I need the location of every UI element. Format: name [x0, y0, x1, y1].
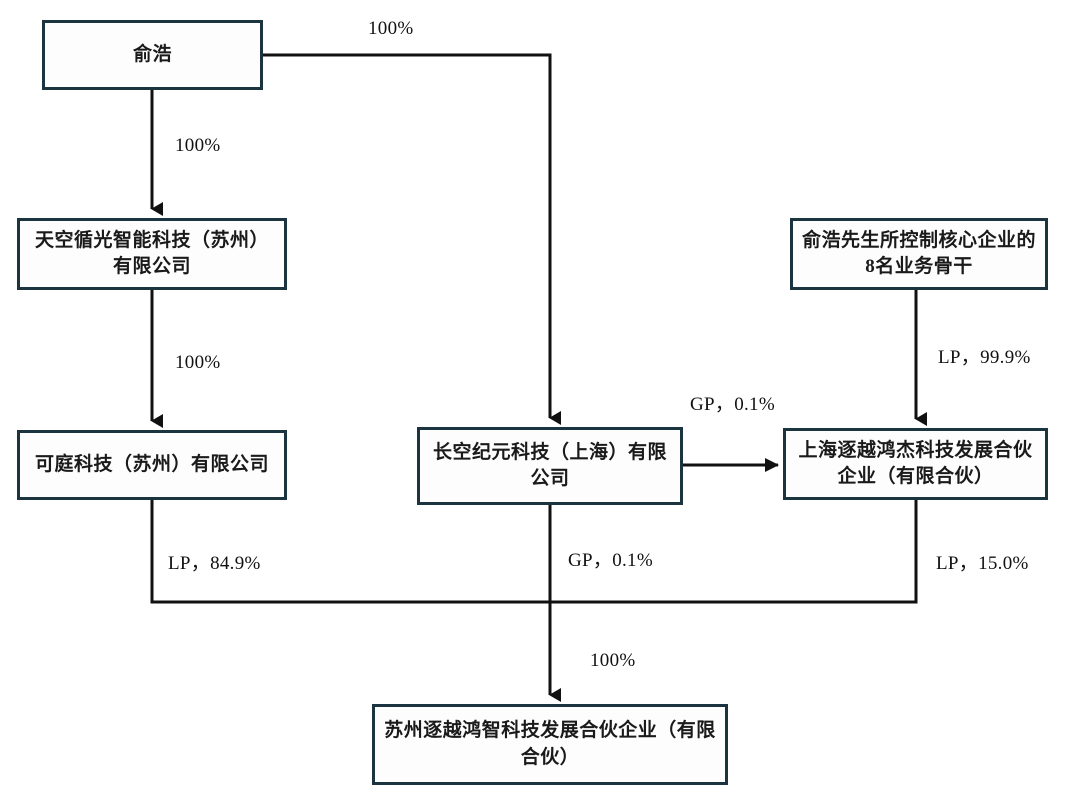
edge-label-keting-to-suzhou: LP，84.9% [168, 553, 261, 574]
edge-label-junction-to-suzhou: 100% [590, 650, 636, 671]
node-label-changkong-jiyuan: 长空纪元科技（上海）有限公司 [432, 441, 667, 489]
node-yuhao[interactable]: 俞浩 [42, 20, 263, 90]
node-tiankong-xunguang[interactable]: 天空循光智能科技（苏州）有限公司 [17, 218, 287, 290]
node-label-shanghai-zhuyue-hongjie: 上海逐越鸿杰科技发展合伙企业（有限合伙） [798, 439, 1033, 487]
node-label-yuhao: 俞浩 [132, 43, 172, 65]
node-label-tiankong-xunguang: 天空循光智能科技（苏州）有限公司 [34, 229, 269, 277]
node-label-keting-keji: 可庭科技（苏州）有限公司 [34, 453, 269, 475]
node-suzhou-zhuyue-hongzhi[interactable]: 苏州逐越鸿智科技发展合伙企业（有限合伙） [372, 704, 728, 785]
edge-label-changkong-to-hongjie: GP，0.1% [690, 394, 775, 415]
edge-label-yuhao-to-tiankong: 100% [175, 135, 221, 156]
edge-label-staff-to-hongjie: LP，99.9% [938, 347, 1031, 368]
node-label-suzhou-zhuyue-hongzhi: 苏州逐越鸿智科技发展合伙企业（有限合伙） [384, 720, 716, 768]
edge-keting-to-junction [150, 500, 550, 604]
node-label-core-staff-8: 俞浩先生所控制核心企业的8名业务骨干 [801, 229, 1036, 277]
node-shanghai-zhuyue-hongjie[interactable]: 上海逐越鸿杰科技发展合伙企业（有限合伙） [783, 428, 1048, 500]
edge-label-yuhao-to-changkong: 100% [368, 18, 414, 39]
edge-label-hongjie-to-suzhou: LP，15.0% [936, 553, 1029, 574]
edge-hongjie-to-junction [550, 500, 918, 604]
edge-label-tiankong-to-keting: 100% [175, 352, 221, 373]
node-core-staff-8[interactable]: 俞浩先生所控制核心企业的8名业务骨干 [790, 218, 1048, 290]
node-keting-keji[interactable]: 可庭科技（苏州）有限公司 [17, 430, 287, 500]
edge-label-changkong-to-suzhou: GP，0.1% [568, 550, 653, 571]
edge-yuhao-to-changkong [263, 53, 561, 425]
node-changkong-jiyuan[interactable]: 长空纪元科技（上海）有限公司 [417, 427, 683, 505]
